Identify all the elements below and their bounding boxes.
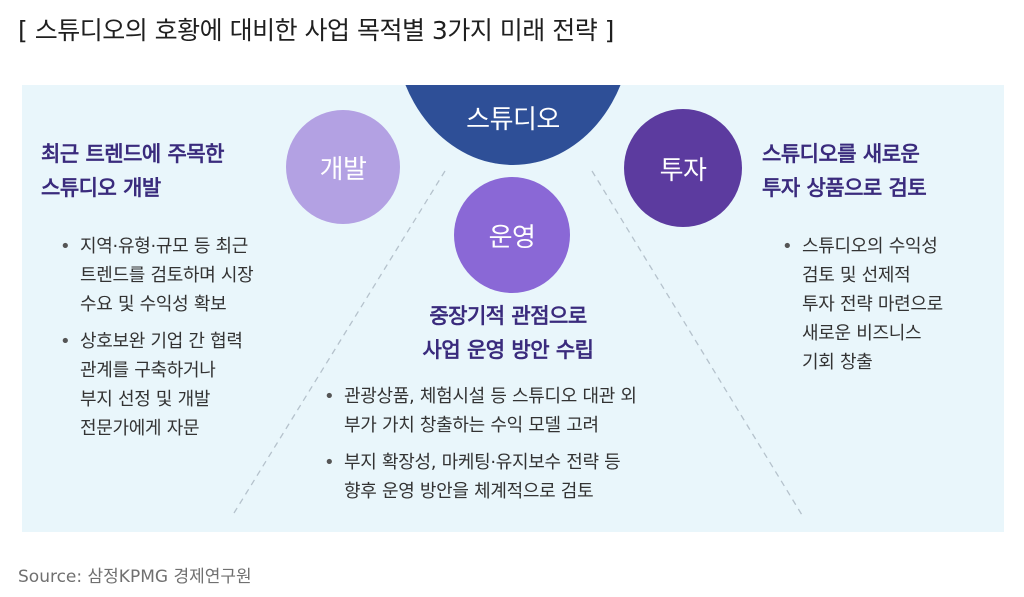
investment-heading-line2: 투자 상품으로 검토	[762, 176, 927, 200]
studio-label: 스튜디오	[466, 105, 560, 135]
development-circle: 개발	[286, 110, 400, 224]
development-circle-label: 개발	[319, 154, 367, 185]
development-bullet-2: 상호보완 기업 간 협력 관계를 구축하거나 부지 선정 및 개발 전문가에게 …	[58, 327, 328, 443]
guide-line-right	[591, 170, 803, 516]
guide-line-left	[233, 170, 446, 514]
operation-circle: 운영	[454, 177, 570, 293]
operation-heading-line2: 사업 운영 방안 수립	[422, 338, 595, 362]
operation-circle-label: 운영	[488, 222, 536, 253]
operation-bullet-2: 부지 확장성, 마케팅·유지보수 전략 등 향후 운영 방안을 체계적으로 검토	[322, 448, 722, 506]
operation-heading-line1: 중장기적 관점으로	[429, 304, 587, 328]
operation-bullet-list: 관광상품, 체험시설 등 스튜디오 대관 외 부가 가치 창출하는 수익 모델 …	[322, 382, 722, 514]
investment-heading: 스튜디오를 새로운 투자 상품으로 검토	[762, 137, 927, 205]
operation-bullet-1: 관광상품, 체험시설 등 스튜디오 대관 외 부가 가치 창출하는 수익 모델 …	[322, 382, 722, 440]
dashed-guide-lines	[233, 170, 803, 516]
page-title: [ 스튜디오의 호황에 대비한 사업 목적별 3가지 미래 전략 ]	[18, 16, 614, 45]
development-heading-line2: 스튜디오 개발	[41, 176, 161, 200]
investment-circle-label: 투자	[659, 155, 707, 186]
investment-bullet-1: 스튜디오의 수익성 검토 및 선제적 투자 전략 마련으로 새로운 비즈니스 기…	[780, 232, 995, 377]
investment-heading-line1: 스튜디오를 새로운	[762, 142, 920, 166]
investment-bullet-list: 스튜디오의 수익성 검토 및 선제적 투자 전략 마련으로 새로운 비즈니스 기…	[780, 232, 995, 385]
source-note: Source: 삼정KPMG 경제연구원	[18, 567, 252, 587]
strategy-panel: 스튜디오 개발 투자 운영 최근 트렌드에 주목한 스튜디오 개발 지역·유형·…	[22, 85, 1004, 532]
development-bullet-list: 지역·유형·규모 등 최근 트렌드를 검토하며 시장 수요 및 수익성 확보 상…	[58, 232, 328, 451]
investment-circle: 투자	[624, 109, 742, 227]
operation-heading: 중장기적 관점으로 사업 운영 방안 수립	[408, 299, 608, 367]
development-heading: 최근 트렌드에 주목한 스튜디오 개발	[41, 137, 225, 205]
development-heading-line1: 최근 트렌드에 주목한	[41, 142, 225, 166]
development-bullet-1: 지역·유형·규모 등 최근 트렌드를 검토하며 시장 수요 및 수익성 확보	[58, 232, 328, 319]
